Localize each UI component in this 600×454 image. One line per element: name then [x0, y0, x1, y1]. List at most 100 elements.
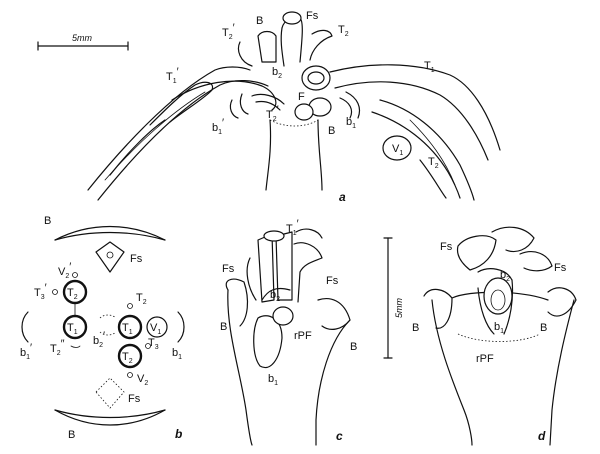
bract-t2-top [309, 29, 333, 61]
bract-right-long-lower [334, 81, 489, 161]
c-fs-right [293, 242, 323, 303]
bract-left-long-lower [97, 80, 269, 201]
c-bract-right [317, 298, 351, 330]
lbl-b-b2: b2′ [93, 330, 105, 349]
b-T2-circle [117, 343, 143, 369]
b-T1-circle [117, 314, 143, 340]
c-stalk-right [315, 319, 351, 446]
lbl-c-Fs-right: Fs [326, 275, 339, 287]
lbl-a-b2: b2 [272, 66, 282, 80]
lbl-d-b2: b2 [500, 269, 510, 283]
lbl-b-T1p: T1 [67, 322, 78, 336]
lbl-b-T3: T3 [148, 337, 159, 351]
lbl-b-b1: b1 [172, 347, 182, 361]
b-arc-top [54, 226, 166, 241]
d-inner-right [503, 279, 514, 335]
lbl-a-T2p-low: T2′ [266, 104, 279, 123]
lbl-c-b2: b2 [270, 289, 280, 303]
b-T1p-circle [62, 314, 88, 340]
bract-right-long-upper [329, 64, 501, 151]
panel-a-scale-bar: 5mm [37, 33, 129, 51]
d-fs-right [519, 251, 553, 272]
lbl-a-T1p: T1′ [166, 66, 179, 85]
lbl-a-T1: T1 [424, 60, 435, 74]
lbl-a-b1p: b1′ [212, 117, 224, 136]
lbl-d-Fs-right: Fs [554, 262, 567, 274]
lbl-b-b1p: b1′ [20, 342, 32, 361]
lbl-a-T2-top: T2 [338, 24, 349, 38]
d-fs-left [456, 235, 497, 271]
d-fs-top [491, 226, 535, 253]
c-rpf [272, 306, 294, 326]
d-inner-left [477, 287, 495, 335]
lbl-b-B-bottom: B [68, 429, 75, 441]
lbl-a-V1: V1 [392, 143, 403, 157]
panel-c-scale-label: 5mm [394, 297, 404, 318]
lbl-b-V2p: V2′ [58, 261, 71, 280]
panel-c: T1′ Fs Fs b2 B rPF B b1 c 5mm [220, 218, 404, 446]
lbl-b-T3p: T3′ [34, 282, 47, 301]
c-fs-left [246, 257, 257, 301]
b-arc-bottom [54, 409, 166, 426]
d-stalk-right [549, 299, 575, 446]
bract-left-long-upper [87, 66, 251, 191]
lbl-d-Fs-left: Fs [440, 241, 453, 253]
lbl-b-B-top: B [44, 215, 51, 227]
lbl-b-Fs-bottom: Fs [128, 393, 141, 405]
bract-b-top [257, 30, 277, 63]
lbl-a-Fs: Fs [306, 10, 319, 22]
lbl-b-T2-low: T2 [122, 351, 133, 365]
lbl-c-T1p: T1′ [286, 218, 299, 237]
lbl-d-rPF: rPF [476, 353, 494, 365]
lbl-b-T2-right: T2 [136, 292, 147, 306]
panel-c-scale-bar: 5mm [383, 237, 404, 359]
b-V1-circle [146, 316, 168, 338]
lbl-b-T1: T1 [122, 322, 133, 336]
lbl-d-b1: b1 [494, 321, 504, 335]
lbl-b-V1: V1 [150, 322, 161, 336]
b-fs-top [95, 241, 125, 273]
c-bract-left [225, 278, 249, 327]
panel-d-letter: d [538, 429, 546, 443]
hook-b1prime [229, 99, 239, 119]
panel-c-letter: c [336, 429, 343, 443]
lbl-b-T2dp: T2″ [50, 338, 65, 357]
panel-a-scale-label: 5mm [72, 33, 93, 43]
panel-b-letter: b [175, 427, 182, 441]
b-fs-bottom [95, 377, 125, 409]
d-center-flower [483, 277, 513, 315]
lbl-c-rPF: rPF [294, 330, 312, 342]
panel-a-letter: a [339, 190, 346, 204]
lbl-b-Fs-top: Fs [130, 253, 143, 265]
panel-a: 5mm [37, 10, 501, 204]
lbl-c-b1: b1 [268, 373, 278, 387]
panel-b: B Fs V2′ T2 T3′ T1 T2″ b1′ b2′ T2 T1 V1 … [20, 215, 185, 441]
lbl-c-Fs-left: Fs [222, 263, 235, 275]
c-col-2 [275, 231, 293, 301]
lbl-c-B-left: B [220, 321, 227, 333]
lbl-a-F: F [298, 91, 305, 103]
lbl-d-B-left: B [412, 322, 419, 334]
axis-right-edge [317, 119, 323, 191]
lbl-a-B-low: B [328, 125, 335, 137]
bract-left-mid [171, 80, 277, 111]
lbl-a-b1: b1 [346, 116, 356, 130]
bract-left-inner [149, 81, 214, 126]
lbl-a-B-top: B [256, 15, 263, 27]
lbl-b-T2p: T2 [67, 287, 78, 301]
lbl-d-B-right: B [540, 322, 547, 334]
bud-v1 [382, 135, 412, 161]
lbl-a-T2p: T2′ [222, 22, 235, 41]
d-bract-left [423, 288, 453, 329]
lbl-a-T2-right: T2 [428, 156, 439, 170]
lbl-c-B-right: B [350, 341, 357, 353]
panel-d: Fs b2 Fs B b1 B rPF d [412, 226, 577, 446]
d-bract-right [547, 287, 577, 317]
lbl-b-V2: V2 [137, 373, 148, 387]
c-stalk-left [227, 289, 253, 446]
d-stalk-left [431, 299, 473, 446]
bract-right-down [379, 99, 475, 201]
axis-left-edge [265, 119, 272, 191]
